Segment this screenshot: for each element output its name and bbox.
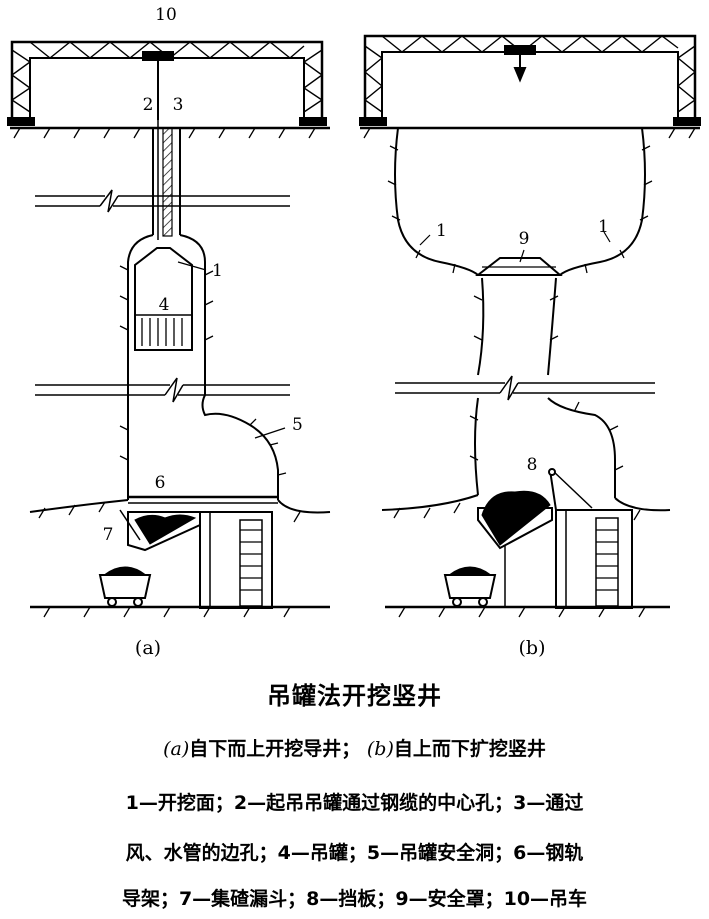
mine-car-b: [443, 566, 497, 607]
panel-a-callouts: 10 2 3 1 4 5 6 7 (a): [103, 5, 303, 659]
ground-surface-b: [360, 126, 700, 139]
panel-b-caption: (b): [519, 637, 546, 659]
break-line-lower-a: [35, 377, 290, 403]
break-line-b: [395, 375, 655, 401]
callout-9-b: 9: [519, 229, 530, 249]
muck-chute-b: [477, 468, 633, 609]
leader-5-a: [254, 427, 286, 439]
subtitle-a-text: 自下而上开挖导井；: [189, 738, 361, 760]
callout-8-b: 8: [527, 455, 538, 475]
callout-5-a: 5: [292, 415, 303, 435]
figure-subtitle: (a)自下而上开挖导井； (b)自上而下扩挖竖井: [0, 734, 709, 761]
hanging-cage-a: [134, 247, 193, 351]
excavation-face-a: [119, 234, 287, 500]
subtitle-a-mark: (a): [163, 738, 190, 760]
callout-1-b-right: 1: [598, 217, 609, 237]
enlarged-shaft-b: [387, 127, 653, 498]
figure-title: 吊罐法开挖竖井: [267, 682, 442, 710]
legend-line-3: 导架；7—集碴漏斗；8—挡板；9—安全罩；10—吊车: [121, 888, 588, 910]
legend-line-2: 风、水管的边孔；4—吊罐；5—吊罐安全洞；6—钢轨: [125, 842, 584, 864]
legend-line-1: 1—开挖面；2—起吊吊罐通过钢缆的中心孔；3—通过: [125, 792, 584, 814]
panel-b-callouts: 1 9 1 8 (b): [419, 217, 611, 659]
panel-b: [359, 34, 701, 618]
callout-4-a: 4: [159, 295, 170, 315]
callout-10-a: 10: [155, 5, 177, 25]
panel-a: [7, 40, 331, 618]
shaft-excavation-diagram: 10 2 3 1 4 5 6 7 (a): [7, 5, 701, 659]
rail-guide-and-chute-a: [119, 495, 278, 609]
leader-1-b-left: [419, 234, 431, 246]
pilot-hole-a: [152, 120, 181, 240]
gantry-crane-a: [7, 40, 327, 126]
callout-1-b-left: 1: [436, 221, 447, 241]
panel-a-caption: (a): [135, 637, 161, 659]
callout-2-a: 2: [143, 95, 154, 115]
break-line-upper-a: [35, 189, 290, 213]
subtitle-b-text: 自上而下扩挖竖井: [393, 738, 546, 760]
callout-6-a: 6: [155, 473, 166, 493]
bottom-tunnel-a: [29, 499, 331, 618]
gantry-crane-b: [359, 34, 701, 126]
leader-1-b-right: [603, 231, 611, 243]
leader-9-b: [519, 249, 525, 263]
mine-car-a: [98, 566, 152, 607]
leader-1-a: [177, 261, 207, 271]
callout-1-a: 1: [212, 261, 223, 281]
callout-7-a: 7: [103, 525, 114, 545]
subtitle-b-mark: (b): [366, 738, 394, 760]
callout-3-a: 3: [173, 95, 184, 115]
